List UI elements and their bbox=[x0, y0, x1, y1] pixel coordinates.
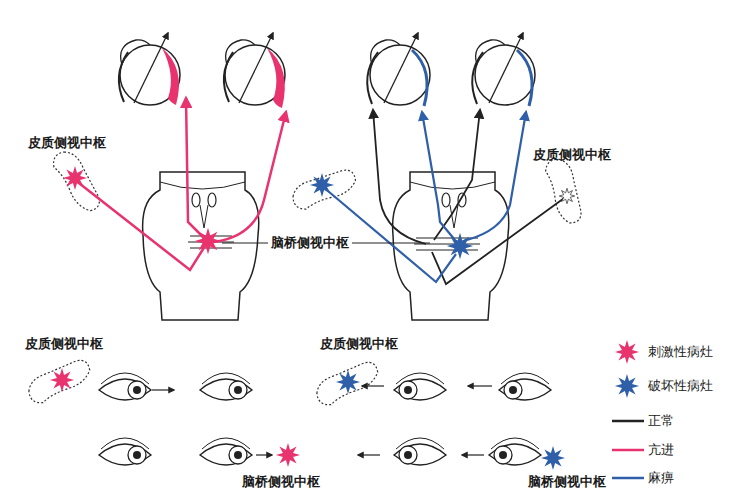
cortex-area bbox=[312, 347, 382, 417]
legend-sample bbox=[615, 374, 639, 398]
legend-sample bbox=[612, 449, 644, 452]
muscle-paralysis bbox=[517, 50, 532, 106]
legend-sample bbox=[615, 340, 639, 364]
muscle bbox=[224, 52, 233, 102]
muscle bbox=[472, 52, 483, 104]
cortex-area bbox=[42, 147, 114, 215]
legend-text: 正常 bbox=[648, 413, 674, 429]
muscle-hyper bbox=[162, 48, 179, 105]
eye-front bbox=[394, 438, 446, 465]
legend-sample bbox=[612, 420, 644, 423]
eye-front bbox=[394, 373, 446, 400]
muscle-hyper bbox=[267, 48, 285, 108]
direction-arrow bbox=[362, 385, 384, 386]
eye-front bbox=[200, 373, 252, 400]
label-text: 皮质侧视中枢 bbox=[28, 135, 106, 151]
eyeball bbox=[475, 33, 535, 105]
cortex-area bbox=[532, 154, 597, 227]
legend-text: 刺激性病灶 bbox=[648, 344, 713, 360]
pathway-normal bbox=[373, 110, 426, 244]
brainstem bbox=[393, 172, 509, 320]
pathway-hyper bbox=[214, 112, 286, 242]
muscle-paralysis bbox=[412, 50, 427, 106]
irritative-lesion bbox=[63, 166, 87, 190]
cortex-point bbox=[559, 188, 574, 203]
legend-text: 破坏性病灶 bbox=[648, 378, 713, 394]
pathway-hyper bbox=[75, 180, 205, 270]
legend-samples bbox=[612, 340, 644, 478]
irritative-lesion bbox=[276, 443, 300, 467]
legend-text: 麻痹 bbox=[648, 470, 674, 486]
muscle bbox=[119, 52, 128, 102]
pathway-paralysis bbox=[422, 112, 455, 240]
destructive-panel bbox=[288, 33, 598, 320]
eye-front bbox=[99, 373, 151, 400]
irritative-lesion bbox=[195, 228, 221, 254]
eye-front bbox=[489, 438, 541, 465]
legend-text: 亢进 bbox=[648, 442, 674, 458]
legend-sample bbox=[612, 477, 644, 480]
label-text: 脑桥侧视中枢 bbox=[242, 474, 320, 490]
destructive-lesion bbox=[310, 173, 334, 197]
pathway-hyper bbox=[186, 98, 204, 238]
label-text: 皮质侧视中枢 bbox=[25, 336, 103, 352]
pathway-paralysis bbox=[322, 186, 456, 282]
direction-arrow bbox=[358, 454, 380, 455]
direction-arrow bbox=[256, 454, 272, 455]
destructive-lesion bbox=[541, 446, 565, 470]
eye-front bbox=[200, 438, 252, 465]
irritative-lesion bbox=[50, 368, 74, 392]
direction-arrow bbox=[462, 454, 484, 455]
destructive-lesion bbox=[447, 233, 473, 259]
muscle bbox=[367, 52, 378, 104]
direction-arrow bbox=[468, 385, 492, 386]
label-text: 皮质侧视中枢 bbox=[533, 147, 611, 163]
eye-front bbox=[99, 438, 151, 465]
bottom-right-examples bbox=[312, 347, 566, 470]
pathway-normal bbox=[432, 196, 567, 284]
pathway-paralysis bbox=[467, 112, 526, 240]
cortex-area bbox=[24, 345, 94, 415]
label-text: 皮质侧视中枢 bbox=[320, 336, 398, 352]
irritative-panel bbox=[42, 33, 286, 320]
cortex-area bbox=[288, 154, 360, 222]
eyeball bbox=[120, 33, 180, 105]
bottom-left-examples bbox=[24, 345, 301, 467]
eye-front bbox=[499, 373, 551, 400]
destructive-lesion bbox=[336, 370, 360, 394]
eyeball bbox=[370, 33, 430, 105]
label-text: 脑桥侧视中枢 bbox=[271, 235, 349, 251]
label-text: 脑桥侧视中枢 bbox=[528, 474, 606, 490]
direction-arrow bbox=[152, 389, 174, 390]
